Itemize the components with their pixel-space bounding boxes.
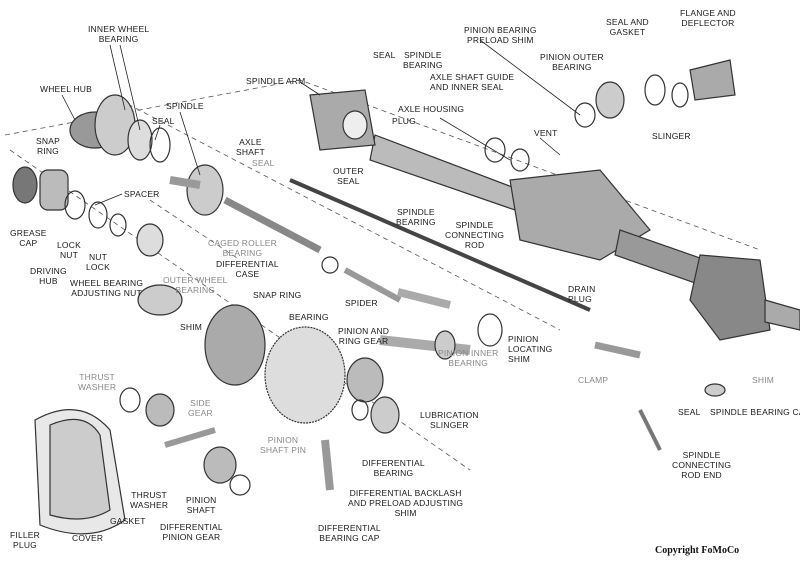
- label-pinion-shaft: PINION SHAFT: [186, 495, 217, 515]
- label-pinion-bearing-preload-shim: PINION BEARING PRELOAD SHIM: [464, 25, 537, 45]
- label-vent: VENT: [534, 128, 558, 138]
- label-spindle-bearing-cap: SPINDLE BEARING CAP: [710, 407, 800, 417]
- label-outer-seal: OUTER SEAL: [333, 166, 364, 186]
- label-differential-bearing: DIFFERENTIAL BEARING: [362, 458, 425, 478]
- label-differential-backlash-shim: DIFFERENTIAL BACKLASH AND PRELOAD ADJUST…: [348, 488, 464, 518]
- label-thrust-washer-top: THRUST WASHER: [78, 372, 117, 392]
- label-caged-roller-bearing: CAGED ROLLER BEARING: [208, 238, 278, 258]
- label-differential-bearing-cap: DIFFERENTIAL BEARING CAP: [318, 523, 381, 543]
- label-snap-ring-hub: SNAP RING: [36, 136, 60, 156]
- label-outer-wheel-bearing: OUTER WHEEL BEARING: [163, 275, 228, 295]
- label-spider: SPIDER: [345, 298, 378, 308]
- label-plug: PLUG: [392, 116, 416, 126]
- label-shim-left: SHIM: [180, 322, 203, 332]
- label-spindle-bearing-top: SPINDLE BEARING: [403, 50, 443, 70]
- label-seal-hub: SEAL: [152, 116, 175, 126]
- label-side-gear: SIDE GEAR: [188, 398, 213, 418]
- label-gasket: GASKET: [110, 516, 146, 526]
- label-pinion-locating-shim: PINION LOCATING SHIM: [508, 334, 553, 364]
- label-wheel-bearing-adjusting-nut: WHEEL BEARING ADJUSTING NUT: [70, 278, 144, 298]
- label-spacer: SPACER: [124, 189, 160, 199]
- label-seal-top: SEAL: [373, 50, 396, 60]
- label-clamp: CLAMP: [578, 375, 609, 385]
- label-nut-lock: NUT LOCK: [86, 252, 110, 272]
- label-pinion-and-ring-gear: PINION AND RING GEAR: [338, 326, 390, 346]
- label-pinion-shaft-pin: PINION SHAFT PIN: [260, 435, 307, 455]
- label-pinion-inner-bearing: PINION INNER BEARING: [438, 348, 499, 368]
- label-seal-axle: SEAL: [252, 158, 275, 168]
- label-spindle-connecting-rod: SPINDLE CONNECTING ROD: [445, 220, 505, 250]
- label-differential-pinion-gear: DIFFERENTIAL PINION GEAR: [160, 522, 223, 542]
- label-filler-plug: FILLER PLUG: [10, 530, 41, 550]
- label-drain-plug: DRAIN PLUG: [568, 284, 596, 304]
- label-axle-shaft: AXLE SHAFT: [236, 137, 265, 157]
- copyright-text: Copyright FoMoCo: [655, 545, 740, 556]
- label-axle-shaft-guide: AXLE SHAFT GUIDE AND INNER SEAL: [430, 72, 515, 92]
- label-flange-and-deflector: FLANGE AND DEFLECTOR: [680, 8, 736, 28]
- label-spindle-arm: SPINDLE ARM: [246, 76, 306, 86]
- label-snap-ring-spider: SNAP RING: [253, 290, 302, 300]
- label-lubrication-slinger: LUBRICATION SLINGER: [420, 410, 479, 430]
- label-spindle-connecting-rod-end: SPINDLE CONNECTING ROD END: [672, 450, 732, 480]
- label-lock-nut: LOCK NUT: [57, 240, 81, 260]
- label-seal-right: SEAL: [678, 407, 701, 417]
- label-grease-cap: GREASE CAP: [10, 228, 47, 248]
- label-axle-housing: AXLE HOUSING: [398, 104, 465, 114]
- label-inner-wheel-bearing: INNER WHEEL BEARING: [88, 24, 150, 44]
- label-seal-and-gasket: SEAL AND GASKET: [606, 17, 649, 37]
- label-spindle: SPINDLE: [166, 101, 204, 111]
- label-slinger: SLINGER: [652, 131, 691, 141]
- label-bearing: BEARING: [289, 312, 329, 322]
- label-cover: COVER: [72, 533, 104, 543]
- label-pinion-outer-bearing: PINION OUTER BEARING: [540, 52, 604, 72]
- label-differential-case: DIFFERENTIAL CASE: [216, 259, 279, 279]
- label-driving-hub: DRIVING HUB: [30, 266, 67, 286]
- label-spindle-bearing-lower: SPINDLE BEARING: [396, 207, 436, 227]
- label-wheel-hub: WHEEL HUB: [40, 84, 93, 94]
- label-thrust-washer-bottom: THRUST WASHER: [130, 490, 169, 510]
- label-shim-right: SHIM: [752, 375, 775, 385]
